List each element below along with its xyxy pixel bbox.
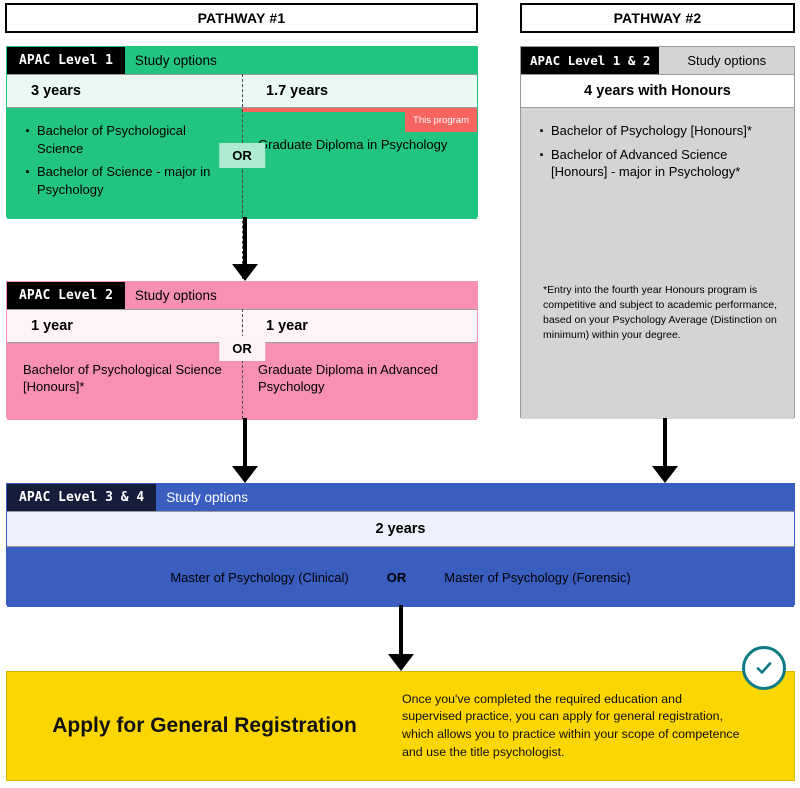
apac-level-1-card: APAC Level 1 Study options 3 years 1.7 y… [6,46,478,279]
level-2-divider [242,309,243,419]
level-2-left-duration: 1 year [31,318,73,334]
pathway-2-study-options-label: Study options [659,47,794,74]
apply-registration-banner: Apply for General Registration Once you'… [6,671,795,781]
level-34-titlebar: APAC Level 3 & 4 Study options [7,484,794,511]
level-1-right-option: This program Graduate Diploma in Psychol… [242,108,477,219]
apac-level-3-4-card: APAC Level 3 & 4 Study options 2 years M… [6,483,795,607]
level-1-study-options-label: Study options [124,47,477,74]
arrow-shaft [399,605,403,654]
level-1-right-duration: 1.7 years [266,83,329,99]
level-34-study-options-label: Study options [156,484,794,511]
level-34-duration: 2 years [375,521,426,537]
list-item: Bachelor of Science - major in Psycholog… [23,160,226,198]
list-item: Bachelor of Psychological Science [23,119,226,157]
arrow-head [232,264,258,281]
pathway-2-duration: 4 years with Honours [584,83,731,99]
level-2-right-duration: 1 year [266,318,308,334]
level-1-apac-label: APAC Level 1 [7,47,125,74]
pathway-2-card: APAC Level 1 & 2 Study options 4 years w… [520,46,795,419]
pathway-2-duration-row: 4 years with Honours [521,74,794,108]
level-34-apac-label: APAC Level 3 & 4 [7,484,157,511]
arrow-shaft [663,418,667,466]
arrow-shaft [243,217,247,264]
level-2-or-chip: OR [219,336,265,361]
apply-title: Apply for General Registration [52,714,357,737]
level-1-or-chip: OR [219,143,265,168]
level-2-left-option: Bachelor of Psychological Science [Honou… [23,362,222,395]
level-2-right-option: Graduate Diploma in Advanced Psychology [258,362,438,395]
pathway-2-apac-label: APAC Level 1 & 2 [521,47,660,74]
apply-description: Once you've completed the required educa… [402,691,740,759]
level-34-option-right: Master of Psychology (Forensic) [444,569,631,585]
level-34-options: Master of Psychology (Clinical) OR Maste… [7,570,794,585]
arrow-level2-to-level34 [232,418,258,483]
level-34-or-label: OR [386,569,407,585]
apac-level-2-card: APAC Level 2 Study options 1 year 1 year… [6,281,478,420]
list-item: Bachelor of Psychology [Honours]* [537,119,778,143]
pathway-1-header-label: PATHWAY #1 [197,10,286,26]
level-1-left-option-list: Bachelor of Psychological Science Bachel… [23,119,226,198]
level-2-apac-label: APAC Level 2 [7,282,125,309]
level-1-left-duration: 3 years [31,83,81,99]
arrow-shaft [243,418,247,466]
arrow-pathway2-to-level34 [652,418,678,483]
level-2-study-options-label: Study options [124,282,477,309]
arrow-head [388,654,414,671]
level-1-left-options: Bachelor of Psychological Science Bachel… [7,108,242,219]
pathway-2-titlebar: APAC Level 1 & 2 Study options [521,47,794,74]
pathway-2-options: Bachelor of Psychology [Honours]* Bachel… [521,108,794,201]
arrow-level1-to-level2 [232,217,258,281]
level-34-duration-row: 2 years [7,511,794,547]
pathway-2-header-label: PATHWAY #2 [613,10,702,26]
this-program-badge: This program [405,112,477,132]
level-1-right-option-title: Graduate Diploma in Psychology [258,137,448,152]
pathway-2-footnote: *Entry into the fourth year Honours prog… [543,284,778,341]
level-1-titlebar: APAC Level 1 Study options [7,47,477,74]
level-34-option-left: Master of Psychology (Clinical) [170,569,349,585]
list-item: Bachelor of Advanced Science [Honours] -… [537,143,778,181]
pathway-2-option-list: Bachelor of Psychology [Honours]* Bachel… [537,119,778,181]
check-circle-icon [742,646,786,690]
arrow-level34-to-apply [388,605,414,671]
pathway-2-options-row: Bachelor of Psychology [Honours]* Bachel… [521,108,794,419]
pathway-2-header: PATHWAY #2 [520,3,795,33]
arrow-head [652,466,678,483]
this-program-highlight-bar [242,108,477,112]
level-2-titlebar: APAC Level 2 Study options [7,282,477,309]
level-34-options-row: Master of Psychology (Clinical) OR Maste… [7,547,794,607]
pathway-1-header: PATHWAY #1 [5,3,478,33]
arrow-head [232,466,258,483]
